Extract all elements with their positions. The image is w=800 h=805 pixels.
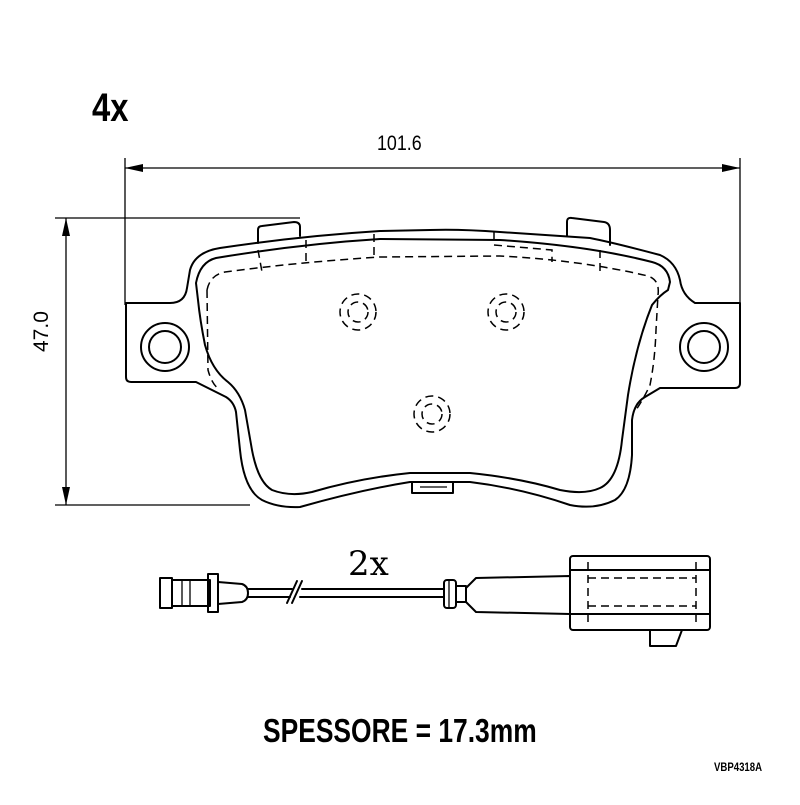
bottom-clip	[411, 481, 454, 494]
top-clip-tabs	[257, 216, 611, 275]
rivet-hole-top-right	[487, 293, 525, 331]
width-dimension-label: 101.6	[377, 132, 422, 155]
wear-sensor-cable	[159, 555, 711, 647]
pad-quantity-label: 4x	[92, 86, 129, 130]
height-dimension-label: 47.0	[30, 311, 53, 352]
left-mounting-hole	[140, 322, 190, 372]
rivet-hole-bottom	[413, 395, 451, 433]
right-mounting-hole	[679, 322, 729, 372]
sensor-quantity-label: 2x	[348, 544, 389, 584]
height-dimension-line	[55, 217, 300, 506]
rivet-hole-top-left	[339, 293, 377, 331]
brake-pad-outline	[125, 228, 741, 509]
thickness-spec-label: SPESSORE = 17.3mm	[263, 712, 537, 749]
width-dimension-line	[124, 158, 741, 305]
part-code-label: VBP4318A	[714, 760, 763, 774]
